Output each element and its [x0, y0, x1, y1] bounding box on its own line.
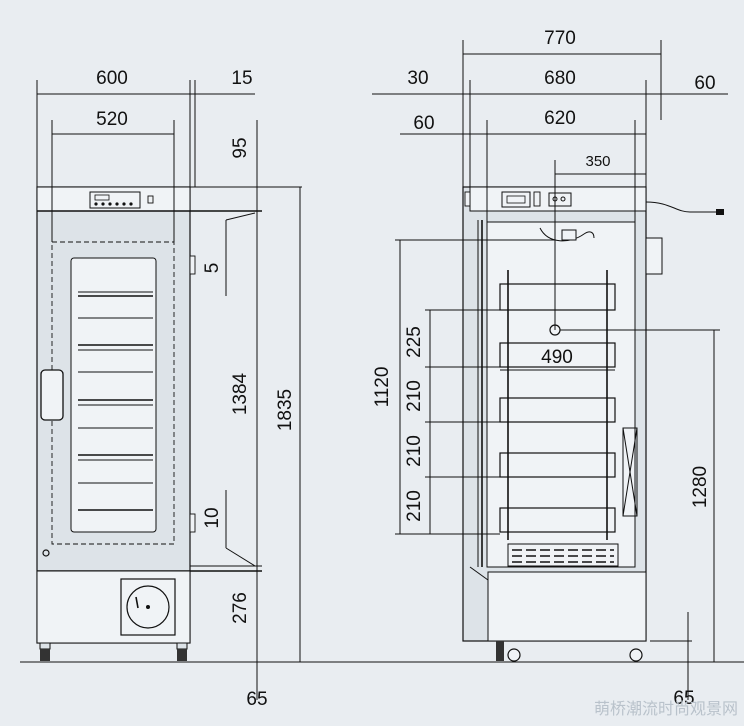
dim-680: 680	[544, 68, 576, 89]
chart-recorder-icon	[126, 585, 170, 629]
front-wheel-left	[40, 649, 50, 661]
dim-210-a: 210	[404, 380, 425, 412]
upper-hinge	[189, 255, 196, 275]
front-foot-left	[39, 642, 51, 650]
dim-5: 5	[202, 263, 223, 274]
dim-770: 770	[544, 28, 576, 49]
dim-1835: 1835	[275, 389, 296, 431]
dim-10: 10	[202, 507, 223, 528]
side-socket	[548, 192, 572, 207]
dim-276: 276	[230, 592, 251, 624]
door-handle	[40, 369, 64, 421]
dim-600: 600	[96, 68, 128, 89]
grille-slats	[512, 549, 614, 563]
dim-520: 520	[96, 109, 128, 130]
dim-620: 620	[544, 108, 576, 129]
dim-1280: 1280	[690, 466, 711, 508]
dim-1120: 1120	[372, 367, 393, 408]
dim-210-c: 210	[404, 490, 425, 522]
dim-210-b: 210	[404, 435, 425, 467]
dim-225: 225	[404, 326, 425, 358]
door-shelves	[78, 291, 153, 511]
dim-15: 15	[231, 68, 252, 89]
dim-95: 95	[230, 137, 251, 158]
side-panel-display	[501, 191, 531, 208]
lock-icon	[42, 549, 50, 557]
side-view	[372, 40, 728, 700]
front-foot-right	[176, 642, 188, 650]
watermark: 萌桥潮流时尚观景网	[594, 700, 738, 718]
side-base	[487, 571, 647, 642]
power-cord	[645, 201, 716, 213]
side-wheel-front	[507, 648, 521, 662]
lower-hinge	[189, 513, 196, 533]
side-shelves	[499, 270, 616, 540]
glass-door	[70, 257, 157, 533]
dim-350: 350	[585, 153, 610, 170]
front-wheel-right	[177, 649, 187, 661]
rear-box	[645, 237, 663, 275]
dim-60-right: 60	[694, 73, 715, 94]
control-buttons-icon	[94, 194, 133, 206]
key-switch-icon	[147, 195, 154, 204]
evaporator	[622, 427, 638, 517]
side-leg-front	[496, 641, 504, 661]
side-wheel-rear	[629, 648, 643, 662]
dim-30: 30	[407, 68, 428, 89]
recorder-box	[120, 578, 176, 636]
fan-icon	[539, 227, 595, 242]
dim-60-left: 60	[413, 113, 434, 134]
dim-65-side: 65	[673, 688, 694, 709]
front-view	[36, 80, 302, 700]
dim-1384: 1384	[230, 372, 251, 415]
plug-icon	[716, 209, 724, 215]
dim-490: 490	[541, 347, 573, 368]
dim-65-front: 65	[246, 689, 267, 710]
